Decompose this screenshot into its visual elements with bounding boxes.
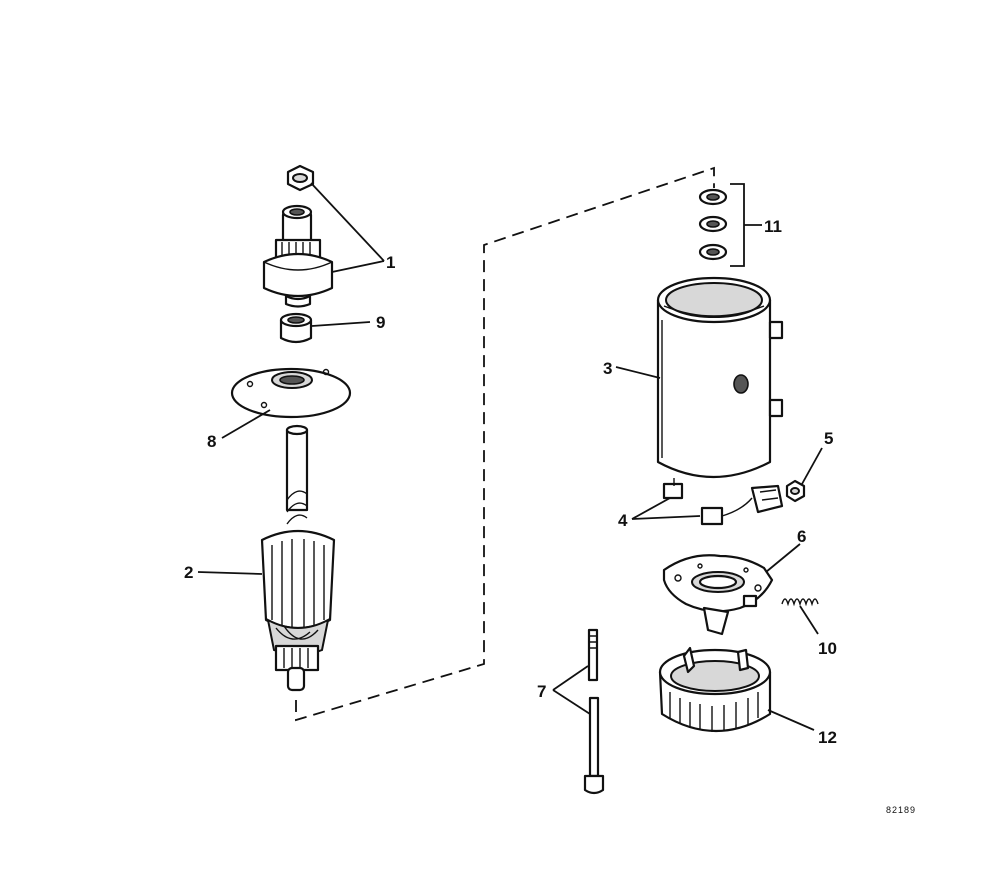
- part-2-armature: [260, 424, 336, 692]
- callout-4: 4: [618, 511, 628, 530]
- leader-lines: [197, 182, 823, 731]
- part-4-brushes: [662, 478, 784, 526]
- part-10-spring: [781, 598, 819, 607]
- part-11-washers: [698, 183, 745, 267]
- part-12-end-head: [658, 646, 772, 733]
- callout-7: 7: [537, 682, 546, 701]
- part-9-spacer: [279, 312, 313, 344]
- callout-3: 3: [603, 359, 612, 378]
- callout-1: 1: [386, 253, 395, 272]
- callout-6: 6: [797, 527, 806, 546]
- part-3-frame: [656, 276, 784, 479]
- alignment-dashed-line: [295, 166, 715, 722]
- part-7-through-bolts: [583, 628, 605, 795]
- callout-12: 12: [818, 728, 837, 747]
- callout-9: 9: [376, 313, 385, 332]
- part-8-thrust-plate: [230, 367, 352, 419]
- part-6-brush-plate: [662, 554, 774, 636]
- callout-8: 8: [207, 432, 216, 451]
- part-1-drive-assembly: [262, 164, 334, 308]
- callout-5: 5: [824, 429, 833, 448]
- callout-2: 2: [184, 563, 193, 582]
- callout-10: 10: [818, 639, 837, 658]
- part-5-nut: [785, 479, 806, 503]
- callout-11: 11: [764, 217, 782, 236]
- reference-code: 82189: [886, 805, 916, 815]
- callout-labels: 1 2 3 4 5 6 7 8 9 10 11 12: [184, 217, 837, 747]
